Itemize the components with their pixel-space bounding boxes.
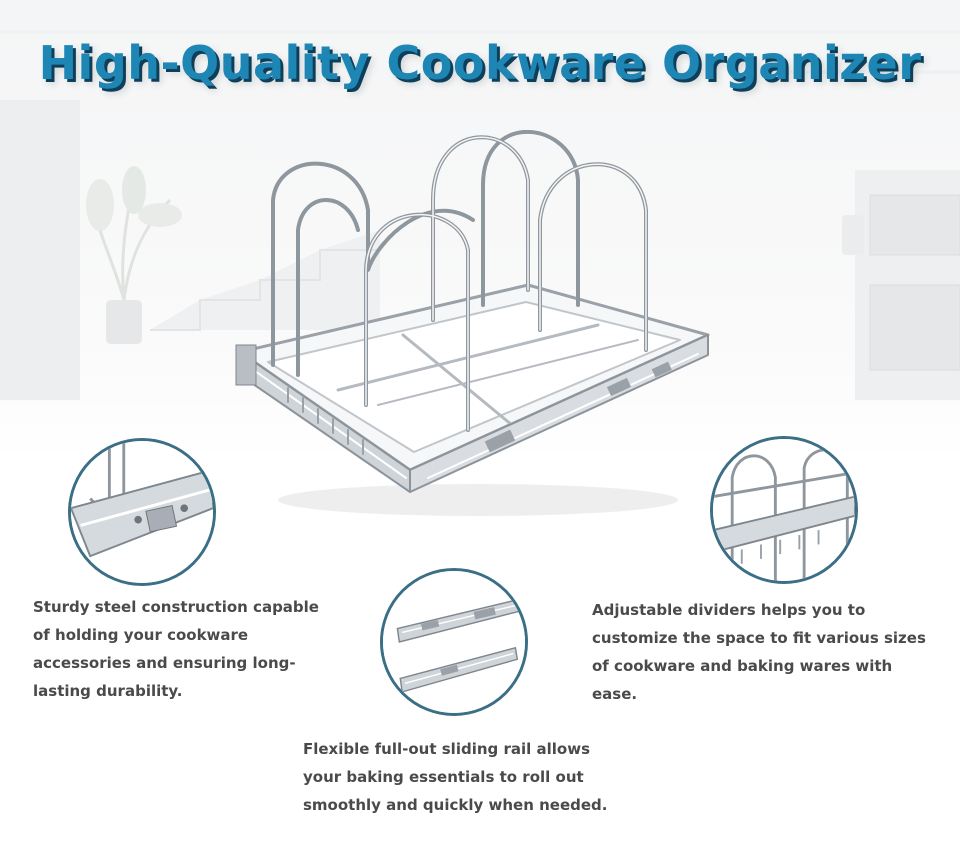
page-title: High-Quality Cookware Organizer bbox=[38, 36, 922, 90]
dividers-detail-circle bbox=[710, 436, 858, 584]
rail-corner-closeup bbox=[71, 441, 213, 583]
cookware-organizer-image bbox=[235, 130, 710, 516]
rail-detail-circle bbox=[380, 568, 528, 716]
construction-caption: Sturdy steel construction capable of hol… bbox=[33, 598, 319, 700]
dividers-caption: Adjustable dividers helps you to customi… bbox=[592, 601, 926, 703]
divider-closeup bbox=[713, 439, 855, 581]
rail-caption: Flexible full-out sliding rail allows yo… bbox=[303, 740, 608, 814]
construction-detail-circle bbox=[68, 438, 216, 586]
sliding-rail-closeup bbox=[383, 571, 525, 713]
